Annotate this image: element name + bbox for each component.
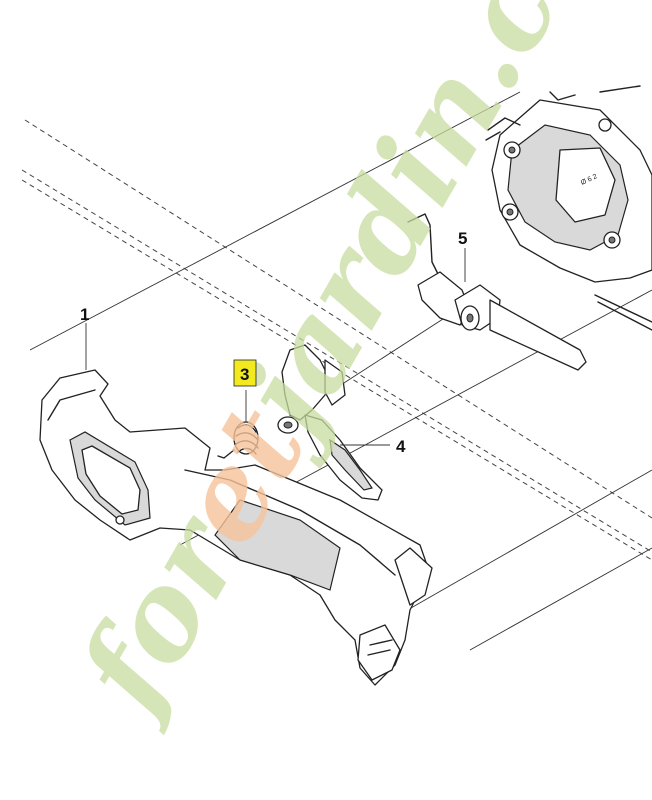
leader-lines	[85, 248, 466, 370]
part-3-spring[interactable]	[217, 390, 259, 459]
part-5-throttle-lever[interactable]	[417, 271, 587, 371]
part-1-rear-handle[interactable]	[39, 369, 433, 686]
callout-1[interactable]: 1	[80, 305, 89, 324]
callout-3-highlight	[233, 359, 257, 387]
callout-4[interactable]: 4	[396, 437, 406, 456]
engine-housing: Ø 6 2	[485, 85, 652, 331]
callout-5[interactable]: 5	[458, 229, 467, 248]
callout-3[interactable]: 3	[240, 365, 249, 384]
throttle-cable	[329, 213, 461, 393]
callouts: 1 3 4 5	[80, 229, 467, 456]
part-4-throttle-trigger[interactable]	[277, 344, 390, 501]
